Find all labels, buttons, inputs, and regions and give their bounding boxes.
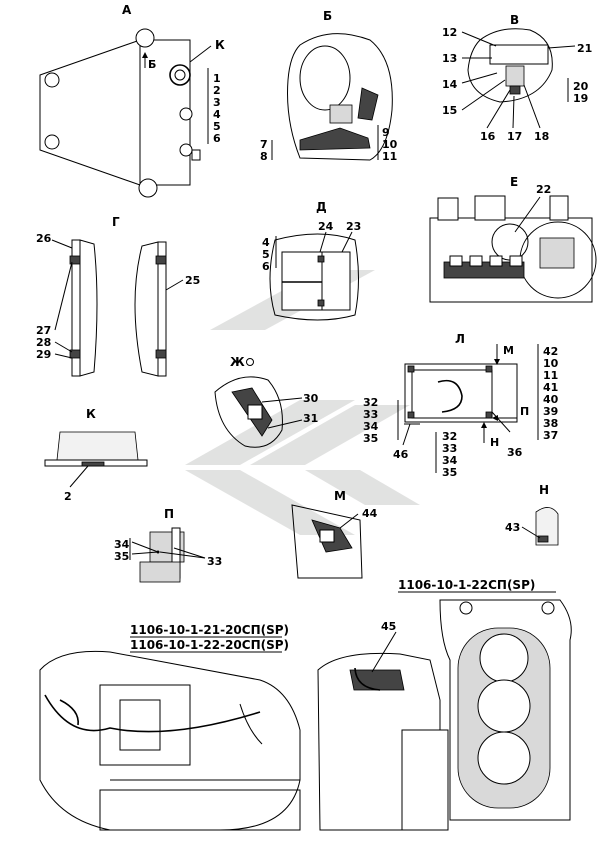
callout-42: 42 xyxy=(543,345,558,358)
callout-14: 14 xyxy=(442,78,458,91)
callout-18: 18 xyxy=(534,130,549,143)
callout-7: 7 xyxy=(260,138,268,151)
view-label-v: В xyxy=(510,13,519,27)
view-m: М 44 xyxy=(291,489,378,579)
callout-35: 35 xyxy=(363,432,378,445)
view-label-e: Е xyxy=(510,175,518,189)
view-label-d: Д xyxy=(316,200,327,214)
view-l: Л М 42 10 11 41 40 39 38 37 П Н 36 32 33… xyxy=(363,332,559,479)
view-b: Б 9 10 11 7 8 xyxy=(260,9,398,163)
view-label-b: Б xyxy=(323,9,332,23)
caption-pair-2: 1106-10-1-22-20СП(SP) xyxy=(130,638,289,652)
callout-21: 21 xyxy=(577,42,592,55)
view-v: В 12 13 14 15 16 17 18 21 20 19 xyxy=(442,13,592,143)
callout-10b: 10 xyxy=(543,357,559,370)
view-label-l: Л xyxy=(455,332,465,346)
view-e: Е 22 xyxy=(429,175,597,303)
callout-30: 30 xyxy=(303,392,319,405)
callout-39: 39 xyxy=(543,405,558,418)
view-n: Н 43 xyxy=(505,483,559,546)
callout-10: 10 xyxy=(382,138,398,151)
callout-36: 36 xyxy=(507,446,523,459)
callout-3: 3 xyxy=(213,96,221,109)
callout-24: 24 xyxy=(318,220,334,233)
arrow-label-b: Б xyxy=(148,58,156,71)
callout-28: 28 xyxy=(36,336,51,349)
callout-35b: 35 xyxy=(442,466,457,479)
arrow-label-n: Н xyxy=(490,436,499,449)
callout-35c: 35 xyxy=(114,550,129,563)
assembly-pair: 1106-10-1-21-20СП(SP) 1106-10-1-22-20СП(… xyxy=(39,623,301,831)
view-label-n: Н xyxy=(539,483,549,497)
view-k: К 2 xyxy=(44,407,148,503)
callout-34c: 34 xyxy=(114,538,130,551)
callout-32b: 32 xyxy=(442,430,457,443)
view-label-p: П xyxy=(164,507,174,521)
view-label-k: К xyxy=(86,407,96,421)
caption-single: 1106-10-1-22СП(SP) xyxy=(398,578,535,592)
view-label-k-ref: К xyxy=(215,38,225,52)
callout-11: 11 xyxy=(382,150,397,163)
callout-23: 23 xyxy=(346,220,361,233)
callout-6: 6 xyxy=(213,132,221,145)
callout-4: 4 xyxy=(213,108,221,121)
callout-19: 19 xyxy=(573,92,588,105)
view-a: А Б К 1 2 3 4 5 6 xyxy=(39,3,225,198)
caption-pair-1: 1106-10-1-21-20СП(SP) xyxy=(130,623,289,637)
callout-37: 37 xyxy=(543,429,558,442)
callout-13: 13 xyxy=(442,52,457,65)
callout-6b: 6 xyxy=(262,260,270,273)
callout-2: 2 xyxy=(213,84,221,97)
callout-22: 22 xyxy=(536,183,551,196)
callout-26: 26 xyxy=(36,232,52,245)
callout-11b: 11 xyxy=(543,369,558,382)
callout-4b: 4 xyxy=(262,236,270,249)
callout-9: 9 xyxy=(382,126,390,139)
callout-8: 8 xyxy=(260,150,268,163)
view-label-m: М xyxy=(334,489,346,503)
callout-27: 27 xyxy=(36,324,51,337)
callout-31: 31 xyxy=(303,412,318,425)
callout-25: 25 xyxy=(185,274,200,287)
callout-33b: 33 xyxy=(442,442,457,455)
callout-5: 5 xyxy=(213,120,221,133)
assembly-single: 1106-10-1-22СП(SP) 45 xyxy=(317,578,572,831)
callout-5b: 5 xyxy=(262,248,270,261)
callout-34: 34 xyxy=(363,420,379,433)
callout-45: 45 xyxy=(381,620,396,633)
view-d: Д 4 5 6 24 23 xyxy=(262,200,361,321)
callout-46: 46 xyxy=(393,448,409,461)
callout-17: 17 xyxy=(507,130,522,143)
callout-29: 29 xyxy=(36,348,51,361)
callout-20: 20 xyxy=(573,80,589,93)
view-label-g: Г xyxy=(112,215,120,229)
view-zh: Ж 30 31 xyxy=(214,355,319,448)
callout-40: 40 xyxy=(543,393,559,406)
callout-32: 32 xyxy=(363,396,378,409)
callout-43: 43 xyxy=(505,521,520,534)
view-label-a: А xyxy=(122,3,132,17)
callout-12: 12 xyxy=(442,26,457,39)
arrow-label-p: П xyxy=(520,405,529,418)
view-p: П 34 35 33 xyxy=(114,507,222,583)
callout-38: 38 xyxy=(543,417,558,430)
callout-1: 1 xyxy=(213,72,221,85)
callout-33c: 33 xyxy=(207,555,222,568)
callout-16: 16 xyxy=(480,130,496,143)
callout-2b: 2 xyxy=(64,490,72,503)
callout-34b: 34 xyxy=(442,454,458,467)
callout-33: 33 xyxy=(363,408,378,421)
arrow-label-m: М xyxy=(503,344,514,357)
callout-15: 15 xyxy=(442,104,457,117)
callout-44: 44 xyxy=(362,507,378,520)
view-label-zh: Ж xyxy=(230,355,245,369)
callout-41: 41 xyxy=(543,381,558,394)
view-g: Г 26 27 28 29 25 xyxy=(36,215,200,377)
